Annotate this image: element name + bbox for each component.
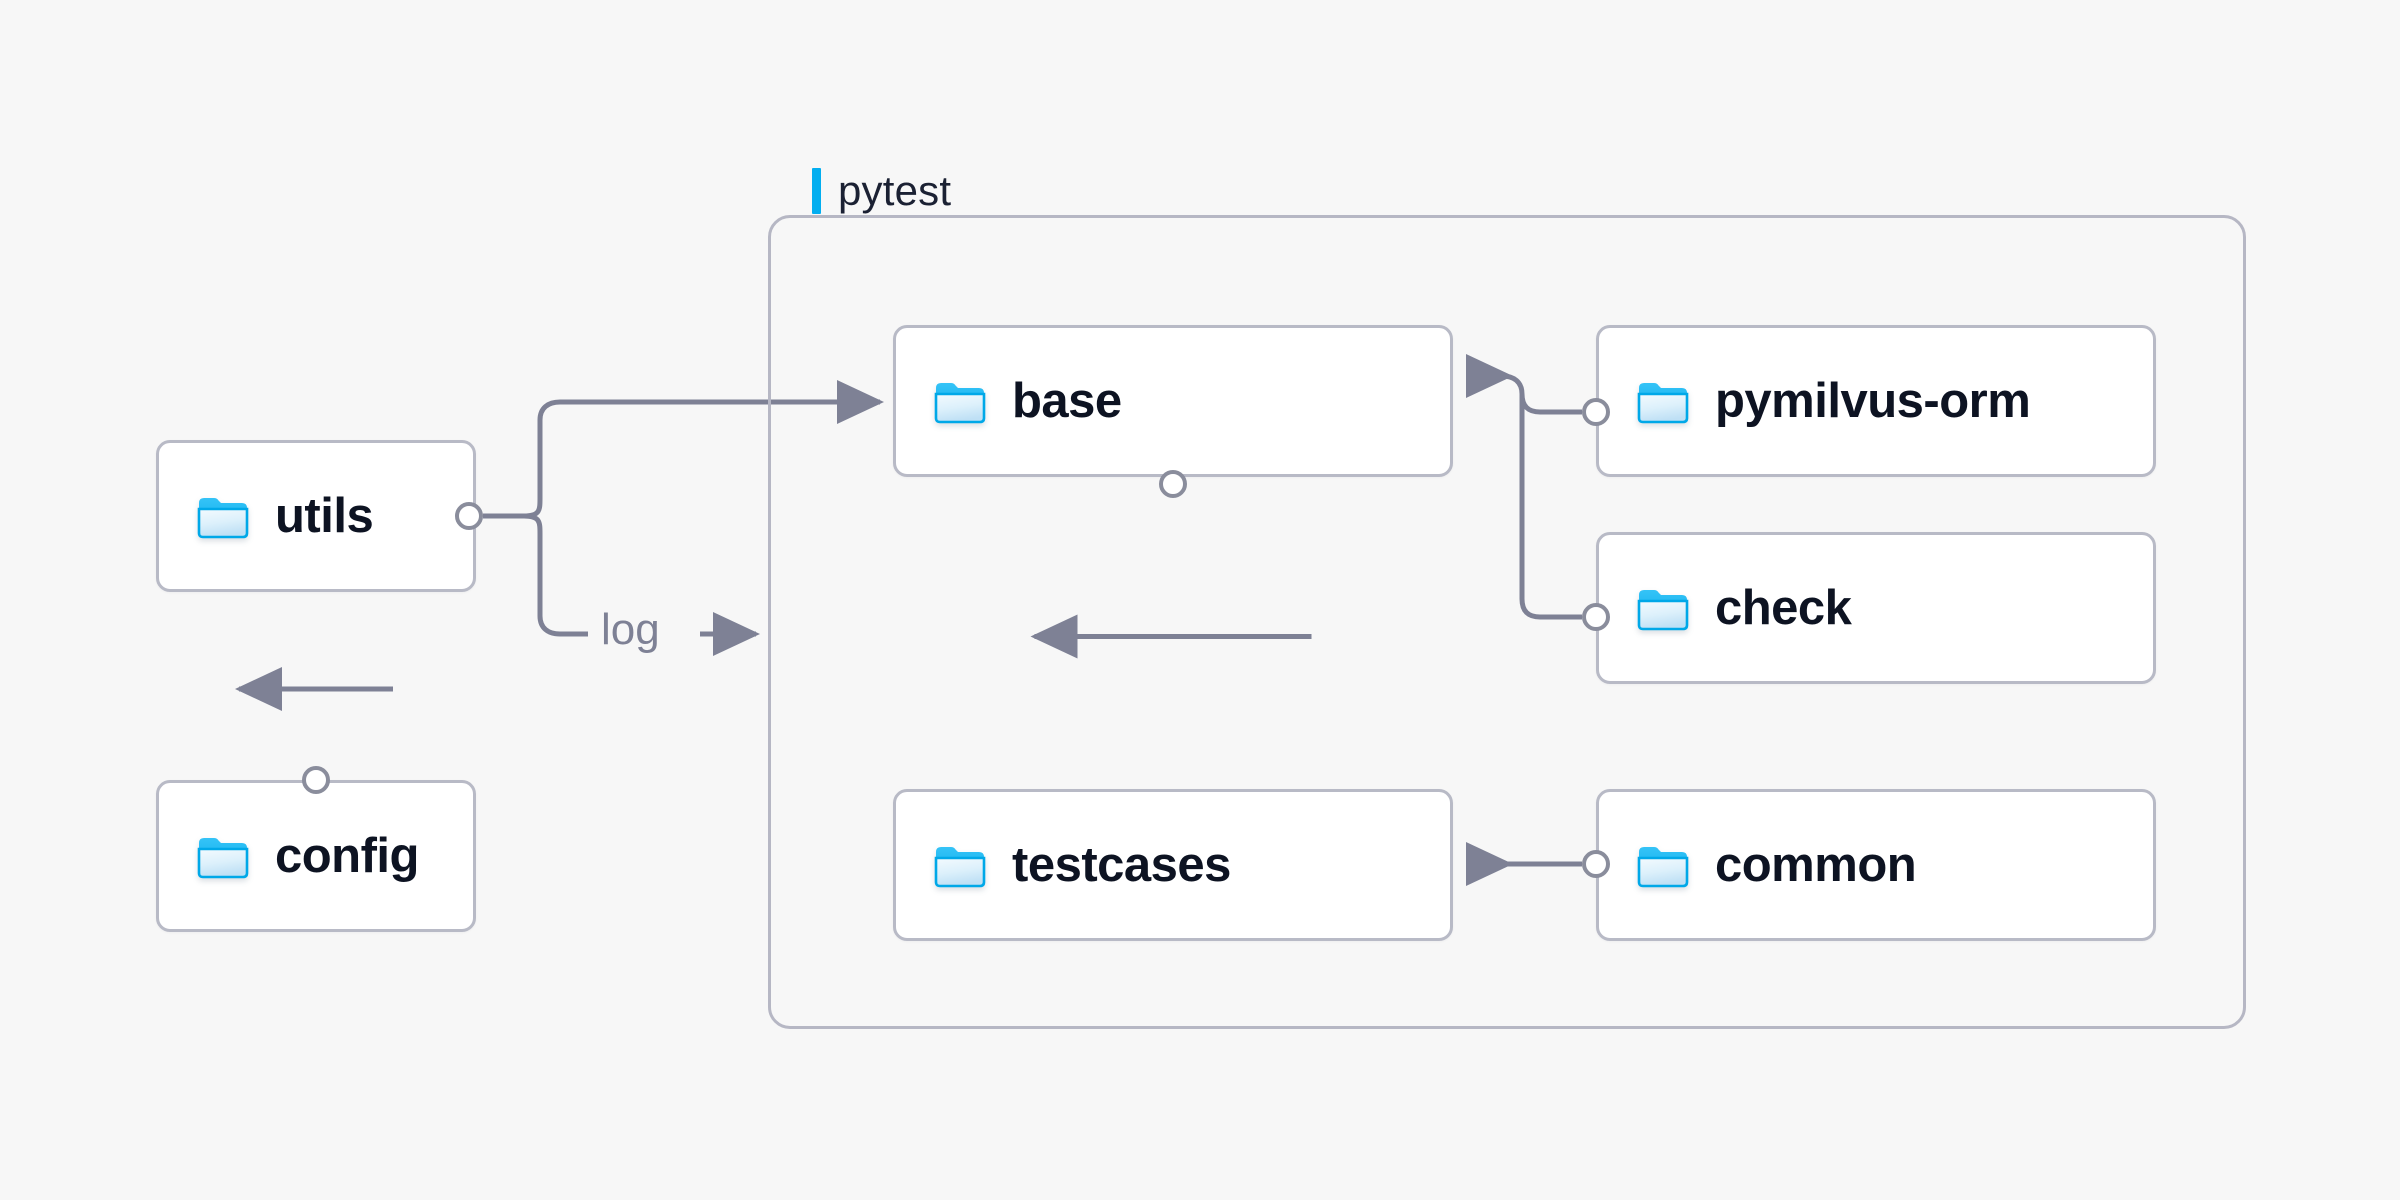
node-common-content: common [1599, 837, 1917, 892]
node-testcases-content: testcases [896, 837, 1231, 892]
folder-icon [1637, 590, 1689, 631]
pymilvus-orm-port-left[interactable] [1582, 398, 1610, 426]
group-pytest-label-text: pytest [838, 167, 952, 214]
node-base-label: base [1012, 373, 1122, 428]
common-port-left[interactable] [1582, 850, 1610, 878]
node-testcases[interactable]: testcases [893, 789, 1453, 941]
node-common[interactable]: common [1596, 789, 2156, 941]
node-pymilvus-orm-label: pymilvus-orm [1715, 373, 2031, 428]
node-base-content: base [896, 373, 1122, 428]
folder-icon [934, 847, 986, 888]
node-utils-content: utils [159, 488, 374, 543]
node-config[interactable]: config [156, 780, 476, 932]
node-common-label: common [1715, 837, 1917, 892]
group-pytest-label: pytest [802, 167, 966, 214]
node-pymilvus-orm-content: pymilvus-orm [1599, 373, 2031, 428]
node-base[interactable]: base [893, 325, 1453, 477]
folder-icon [1637, 383, 1689, 424]
folder-icon [197, 838, 249, 879]
node-check[interactable]: check [1596, 532, 2156, 684]
node-check-label: check [1715, 580, 1852, 635]
base-port-bottom[interactable] [1159, 470, 1187, 498]
edge-label-log: log [601, 605, 660, 654]
node-config-content: config [159, 828, 419, 883]
node-utils-label: utils [275, 488, 374, 543]
node-check-content: check [1599, 580, 1852, 635]
vertical-bar-accent-icon [812, 168, 821, 214]
node-testcases-label: testcases [1012, 837, 1231, 892]
folder-icon [197, 498, 249, 539]
folder-icon [1637, 847, 1689, 888]
utils-port-right[interactable] [455, 502, 483, 530]
check-port-left[interactable] [1582, 603, 1610, 631]
config-port-top[interactable] [302, 766, 330, 794]
node-utils[interactable]: utils [156, 440, 476, 592]
node-config-label: config [275, 828, 419, 883]
group-pytest[interactable] [768, 215, 2246, 1029]
node-pymilvus-orm[interactable]: pymilvus-orm [1596, 325, 2156, 477]
edge-utils-to-log-turn [523, 513, 588, 637]
folder-icon [934, 383, 986, 424]
